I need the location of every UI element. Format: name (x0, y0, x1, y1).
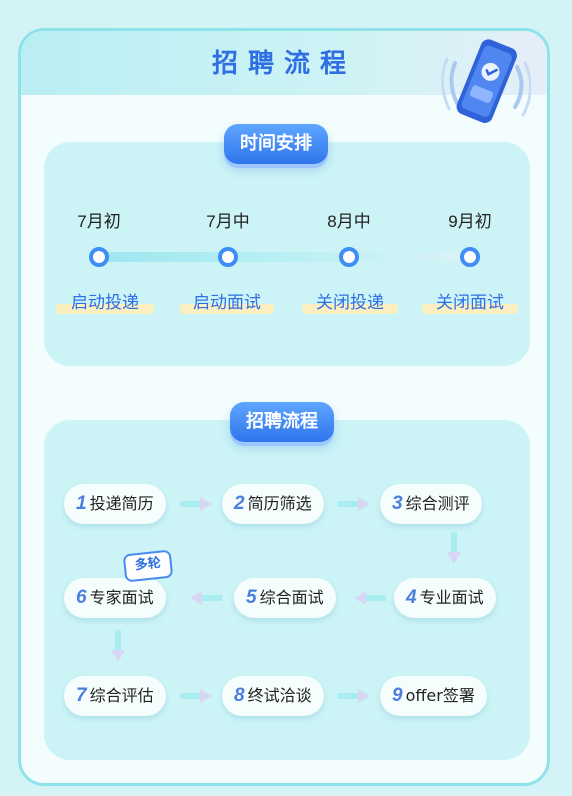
step-label: 终试洽谈 (247, 686, 312, 705)
step-label: offer签署 (405, 686, 475, 705)
step-number: 1 (76, 493, 87, 514)
label-highlight (422, 304, 518, 314)
arrow-right-icon (180, 497, 212, 511)
process-pill: 招聘流程 (230, 402, 334, 442)
step-label: 简历筛选 (247, 494, 312, 513)
timeline-month: 8月中 (327, 212, 371, 231)
step-label: 综合测评 (405, 494, 470, 513)
multi-round-badge: 多轮 (122, 549, 174, 583)
step-number: 7 (76, 685, 87, 706)
step-number: 5 (246, 587, 257, 608)
step-number: 6 (76, 587, 87, 608)
timeline-month: 9月初 (448, 212, 492, 231)
step-number: 4 (406, 587, 417, 608)
card-header: 招聘流程 (21, 31, 547, 123)
timeline-line (100, 252, 470, 262)
step-label: 综合面试 (259, 588, 324, 607)
arrow-left-icon (354, 591, 386, 605)
timeline-dot (339, 247, 359, 267)
step-number: 9 (392, 685, 403, 706)
schedule-pill: 时间安排 (224, 124, 328, 164)
timeline-dot (89, 247, 109, 267)
label-highlight (302, 304, 398, 314)
step-label: 专家面试 (89, 588, 154, 607)
step-number: 2 (234, 493, 245, 514)
arrow-right-icon (338, 689, 370, 703)
timeline-dot (460, 247, 480, 267)
step-number: 3 (392, 493, 403, 514)
timeline-label: 关闭投递 (316, 293, 384, 313)
step-number: 8 (234, 685, 245, 706)
step-label: 投递简历 (89, 494, 154, 513)
timeline-dot (218, 247, 238, 267)
phone-icon (441, 39, 531, 123)
arrow-right-icon (180, 689, 212, 703)
label-highlight (180, 304, 274, 314)
page-title: 招聘流程 (211, 49, 356, 79)
step-label: 综合评估 (89, 686, 154, 705)
timeline-month: 7月初 (77, 212, 121, 231)
arrow-left-icon (190, 591, 222, 605)
timeline-label: 启动面试 (193, 293, 261, 313)
timeline-label: 启动投递 (71, 293, 139, 313)
label-highlight (56, 304, 154, 314)
arrow-down-icon (111, 630, 125, 662)
arrow-right-icon (338, 497, 370, 511)
step-label: 专业面试 (419, 588, 484, 607)
arrow-down-icon (447, 532, 461, 564)
timeline-month: 7月中 (206, 212, 250, 231)
timeline-label: 关闭面试 (436, 293, 504, 313)
